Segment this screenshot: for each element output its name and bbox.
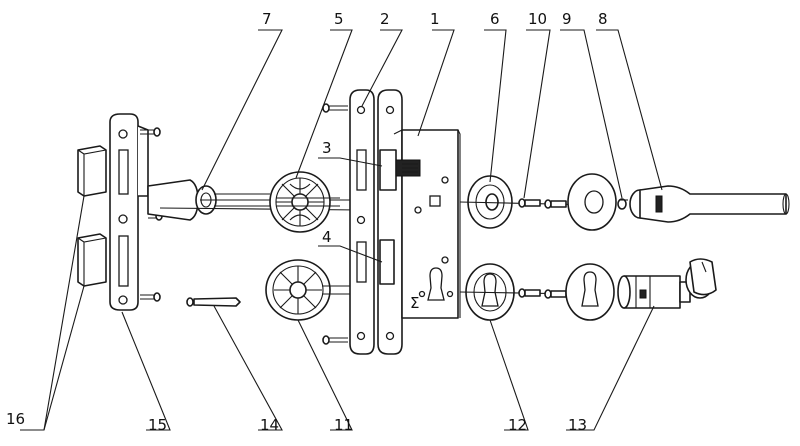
- callout-1: 1: [430, 10, 440, 28]
- part-15-strike-plate: [109, 113, 163, 311]
- callout-8: 8: [598, 10, 608, 28]
- callout-10: 10: [528, 10, 547, 28]
- part-5-upper-rosette: [269, 171, 340, 233]
- callout-6: 6: [490, 10, 500, 28]
- callout-4: 4: [322, 228, 332, 246]
- part-9-grub-screw: [617, 198, 628, 210]
- callout-13: 13: [568, 416, 587, 434]
- upper-outer-rosette: [567, 173, 617, 231]
- callout-labels: 1 2 3 4 5 6 7 8 9 10 11 12 13 14 15 16: [6, 10, 608, 434]
- part-8-right-handle: [629, 185, 790, 223]
- callout-16: 16: [6, 410, 25, 428]
- part-12-lower-escutcheon: [459, 263, 581, 321]
- part-7-left-handle: [147, 179, 361, 221]
- lower-outer-escutcheon: [565, 263, 615, 321]
- part-11-lower-rosette: [265, 259, 356, 321]
- callout-5: 5: [334, 10, 344, 28]
- callout-9: 9: [562, 10, 572, 28]
- part-14-long-screw: [186, 297, 241, 307]
- callout-11: 11: [334, 416, 353, 434]
- callout-15: 15: [148, 416, 167, 434]
- callout-12: 12: [508, 416, 527, 434]
- part-1-lock-body: Σ: [379, 129, 461, 319]
- part-10-screws: [518, 198, 567, 299]
- callout-2: 2: [380, 10, 390, 28]
- callout-14: 14: [260, 416, 279, 434]
- leader-lines: [20, 29, 663, 431]
- lock-body-mark: Σ: [410, 294, 419, 312]
- callout-7: 7: [262, 10, 272, 28]
- part-13-cylinder: [617, 258, 717, 309]
- callout-3: 3: [322, 139, 332, 157]
- part-2-face-plates: [322, 89, 403, 355]
- part-16-striker-boxes: [77, 145, 107, 287]
